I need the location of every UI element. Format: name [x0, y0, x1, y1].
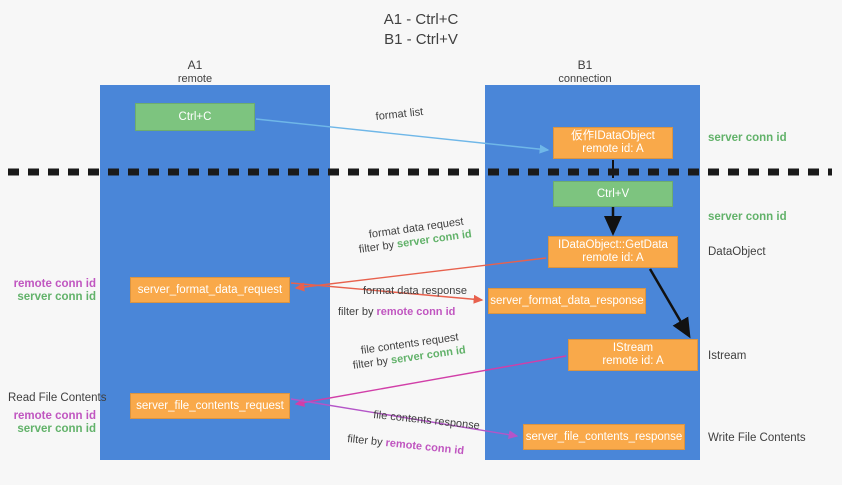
node-istream-line1: IStream	[612, 342, 654, 354]
label-left-conn-ids-top: remote conn id server conn id	[8, 278, 96, 304]
node-ctrl-c[interactable]: Ctrl+C	[135, 103, 255, 131]
edge-filter-prefix: filter by	[338, 306, 377, 318]
label-server-conn-id-top: server conn id	[708, 132, 787, 144]
edge-label-format-data-response-filter: filter by remote conn id	[338, 305, 455, 319]
edge-label-format-list: format list	[375, 106, 424, 123]
title-line-1: A1 - Ctrl+C	[383, 11, 459, 28]
edge-filter-value: remote conn id	[376, 306, 456, 318]
node-server-format-data-request[interactable]: server_format_data_request	[130, 277, 290, 303]
node-server-file-contents-request-label: server_file_contents_request	[136, 399, 284, 412]
node-idataobject[interactable]: 仮作IDataObject remote id: A	[553, 127, 673, 159]
label-remote-conn-id-1: remote conn id	[13, 278, 96, 290]
node-server-format-data-response-label: server_format_data_response	[490, 294, 644, 307]
column-b1-subtitle: connection	[558, 73, 612, 85]
node-server-file-contents-response-label: server_file_contents_response	[525, 430, 683, 443]
node-istream[interactable]: IStream remote id: A	[568, 339, 698, 371]
node-ctrl-v-label: Ctrl+V	[596, 187, 630, 200]
node-getdata-line2: remote id: A	[582, 252, 644, 264]
node-server-format-data-request-label: server_format_data_request	[137, 283, 283, 296]
node-ctrl-c-label: Ctrl+C	[178, 110, 212, 123]
edge-label-file-contents-response: file contents response	[372, 408, 481, 433]
node-getdata[interactable]: IDataObject::GetData remote id: A	[548, 236, 678, 268]
column-b1-name: B1	[577, 58, 593, 72]
edge-filter-value: remote conn id	[384, 437, 465, 458]
node-ctrl-v[interactable]: Ctrl+V	[553, 181, 673, 207]
label-write-file-contents: Write File Contents	[708, 432, 806, 444]
node-istream-line2: remote id: A	[602, 355, 664, 367]
column-header-b1: B1 connection	[505, 58, 665, 86]
label-left-conn-ids-bottom: remote conn id server conn id	[8, 410, 96, 436]
node-server-format-data-response[interactable]: server_format_data_response	[488, 288, 646, 314]
label-istream: Istream	[708, 350, 747, 362]
node-idataobject-line1: 仮作IDataObject	[571, 130, 655, 142]
column-a1-name: A1	[187, 58, 203, 72]
edge-filter-prefix: filter by	[346, 432, 387, 449]
edge-label-format-data-response: format data response	[363, 285, 467, 297]
title-line-2: B1 - Ctrl+V	[384, 31, 458, 48]
node-server-file-contents-request[interactable]: server_file_contents_request	[130, 393, 290, 419]
label-remote-conn-id-2: remote conn id	[13, 410, 96, 422]
column-header-a1: A1 remote	[115, 58, 275, 86]
edge-label-file-contents-response-filter: filter by remote conn id	[347, 432, 465, 458]
label-server-conn-id-2: server conn id	[17, 423, 96, 435]
label-dataobject: DataObject	[708, 246, 766, 258]
diagram-title: A1 - Ctrl+C B1 - Ctrl+V	[0, 10, 842, 50]
node-idataobject-line2: remote id: A	[582, 143, 644, 155]
node-getdata-line1: IDataObject::GetData	[558, 239, 668, 251]
edge-filter-prefix: filter by	[352, 354, 392, 372]
column-a1-subtitle: remote	[177, 73, 213, 85]
label-read-file-contents: Read File Contents	[8, 392, 107, 404]
label-server-conn-id-1: server conn id	[17, 291, 96, 303]
edge-filter-prefix: filter by	[358, 238, 398, 256]
label-server-conn-id-mid: server conn id	[708, 211, 787, 223]
node-server-file-contents-response[interactable]: server_file_contents_response	[523, 424, 685, 450]
